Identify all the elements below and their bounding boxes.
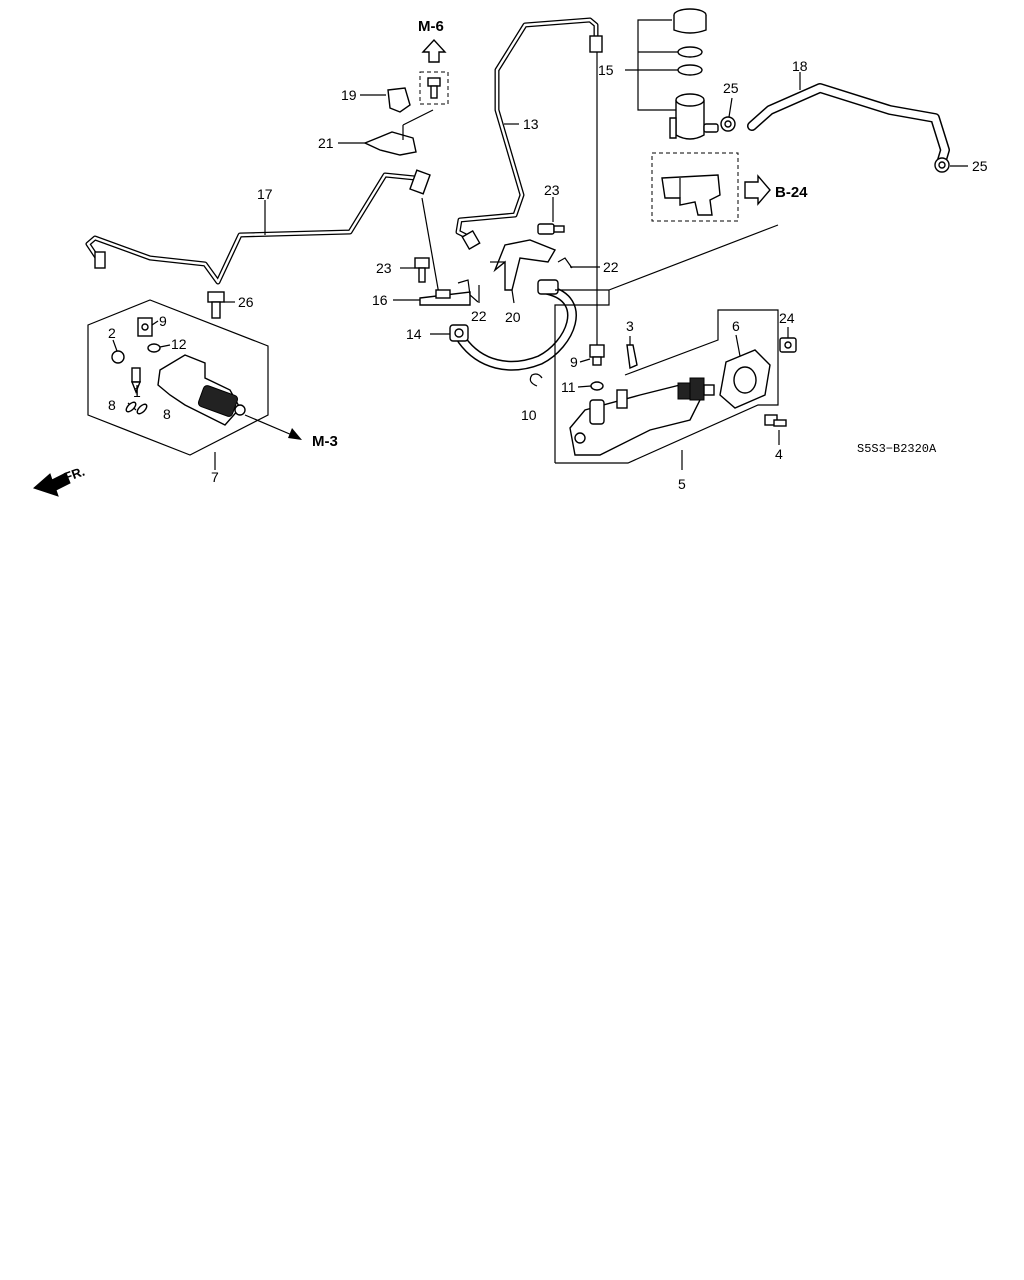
master-cylinder-group-outline: [554, 224, 779, 464]
bracket-21: [363, 109, 434, 156]
union-bolt-9-left: [137, 317, 153, 337]
master-cylinder-5: [569, 377, 715, 456]
label-part-25b: 25: [972, 158, 988, 174]
slave-cylinder-group-outline: [87, 299, 269, 456]
washer-12: [147, 343, 161, 353]
clip-22-right-shape: [557, 257, 573, 269]
nut-24: [779, 337, 797, 353]
ref-m6: M-6: [418, 18, 444, 35]
m3-arrow: [244, 414, 302, 440]
label-part-21: 21: [318, 135, 334, 151]
clutch-pipe-17: [85, 169, 441, 301]
label-part-9a: 9: [159, 313, 167, 329]
label-part-5: 5: [678, 476, 686, 492]
label-part-24: 24: [779, 310, 795, 326]
reservoir-bracket-box: [651, 152, 739, 222]
ref-m3: M-3: [312, 433, 338, 450]
label-part-17: 17: [257, 186, 273, 202]
reservoir-hose-18: [747, 83, 950, 165]
label-part-22b: 22: [603, 259, 619, 275]
label-part-6: 6: [732, 318, 740, 334]
label-part-15: 15: [598, 62, 614, 78]
hose-clip-25-right: [934, 157, 950, 173]
bolt-4: [764, 414, 787, 427]
clip-3: [626, 344, 638, 370]
label-part-10: 10: [521, 407, 537, 423]
label-part-7: 7: [211, 469, 219, 485]
front-label: FR.: [62, 464, 87, 485]
bolt-detail-box: [419, 71, 449, 105]
ref-b24: B-24: [775, 184, 808, 201]
label-part-23b: 23: [376, 260, 392, 276]
clutch-pipe-13: [455, 17, 603, 345]
bolt-26: [207, 291, 225, 319]
label-part-26: 26: [238, 294, 254, 310]
label-part-16: 16: [372, 292, 388, 308]
bleeder-screw-1: [130, 367, 142, 394]
front-direction-arrow: [33, 472, 71, 497]
clip-10: [529, 373, 543, 387]
leader-lines: [112, 72, 968, 470]
label-part-18: 18: [792, 58, 808, 74]
label-part-4: 4: [775, 446, 783, 462]
reservoir-bracket-line: [637, 19, 676, 111]
label-part-22a: 22: [471, 308, 487, 324]
hose-clip-25-left: [720, 116, 736, 132]
label-part-11: 11: [561, 379, 576, 395]
reservoir-bracket: [661, 174, 721, 216]
diagram-code: S5S3−B2320A: [857, 442, 937, 456]
label-part-8a: 8: [108, 397, 116, 413]
clip-22-left-shape: [457, 279, 479, 303]
b24-arrow: [744, 174, 771, 206]
hose-bracket-20: [490, 223, 565, 291]
gasket-6: [719, 349, 771, 409]
label-part-2: 2: [108, 325, 116, 341]
pipe-bracket-16: [419, 289, 471, 306]
label-part-8b: 8: [163, 406, 171, 422]
label-part-23a: 23: [544, 182, 560, 198]
bolt-23-lower: [414, 257, 430, 283]
label-part-20: 20: [505, 309, 521, 325]
reservoir-assembly-15: [669, 8, 719, 140]
bleeder-cap-2: [111, 350, 125, 364]
slave-cylinder-7: [157, 354, 246, 426]
clip-19: [387, 87, 411, 113]
label-part-1: 1: [133, 384, 141, 400]
clips-8: [125, 401, 148, 415]
label-part-19: 19: [341, 87, 357, 103]
label-part-14: 14: [406, 326, 422, 342]
label-part-9b: 9: [570, 354, 578, 370]
label-part-12: 12: [171, 336, 187, 352]
label-part-3: 3: [626, 318, 634, 334]
label-part-13: 13: [523, 116, 539, 132]
m6-arrow: [421, 38, 447, 63]
bolt-detail: [427, 77, 441, 99]
label-part-25a: 25: [723, 80, 739, 96]
washer-11: [590, 381, 604, 391]
union-bolt-9-right: [589, 344, 605, 366]
